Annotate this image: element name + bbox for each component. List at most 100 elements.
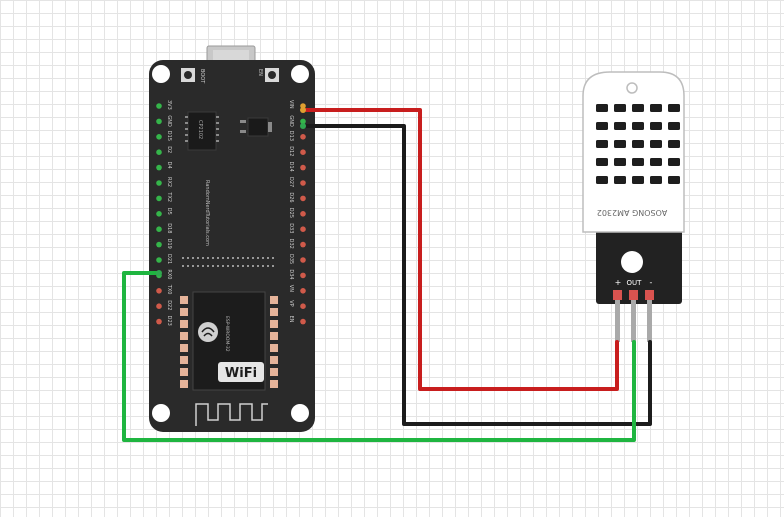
right-pin-vn[interactable] (300, 288, 306, 294)
mount-hole (291, 65, 309, 83)
pin-minus-label: - (650, 278, 653, 287)
left-pin-label: D5 (166, 208, 172, 215)
gnd-to-minus-wire[interactable] (301, 124, 652, 426)
left-pin-d22[interactable] (156, 303, 162, 310)
right-pin-label: GND (288, 115, 294, 127)
vent-slot (632, 176, 644, 184)
sensor-mount-hole (621, 251, 643, 273)
vent-slot (614, 140, 626, 148)
right-pin-label: VN (288, 285, 294, 292)
module-label: ESP-WROOM-32 (224, 316, 230, 352)
right-pin-d35[interactable] (300, 257, 306, 263)
left-pin-label: D18 (166, 223, 172, 233)
vent-slot (596, 176, 608, 184)
wires (122, 108, 652, 442)
left-pin-3v3[interactable] (156, 103, 162, 109)
left-pin-tx0[interactable] (156, 288, 162, 294)
right-pin-d33[interactable] (300, 226, 306, 232)
left-pin-d2[interactable] (156, 149, 162, 155)
right-pin-d13[interactable] (300, 134, 306, 140)
right-pin-label: EN (288, 316, 294, 323)
voltage-regulator (240, 117, 272, 137)
right-pin-label: D27 (288, 177, 294, 187)
en-button[interactable] (265, 68, 279, 82)
left-pin-d15[interactable] (156, 134, 162, 140)
mount-hole (152, 404, 170, 422)
chip-label: CP2102 (197, 120, 203, 139)
right-pin-label: VIN (288, 100, 294, 109)
left-pin-d5[interactable] (156, 211, 162, 217)
vent-slot (614, 104, 626, 112)
esp32-board: BOOT EN CP2102 RandomNerdTutorials.com (149, 45, 315, 432)
sensor-leg-out (631, 300, 636, 342)
right-pin-d32[interactable] (300, 241, 306, 248)
vent-slot (650, 176, 662, 184)
vent-slot (650, 104, 662, 112)
website-label: RandomNerdTutorials.com (204, 180, 210, 246)
vent-slot (650, 122, 662, 130)
left-pin-d4[interactable] (156, 164, 162, 171)
sensor-leg-minus (647, 300, 652, 342)
boot-button[interactable] (181, 68, 195, 82)
vent-slot (650, 140, 662, 148)
left-pin-label: TX0 (166, 284, 172, 295)
vent-slot (668, 176, 680, 184)
right-pin-en[interactable] (300, 318, 306, 325)
left-pin-d21[interactable] (156, 257, 162, 263)
cp2102-chip (187, 111, 217, 151)
wifi-logo (218, 362, 264, 382)
vin-to-plus-wire[interactable] (301, 108, 619, 391)
left-pin-gnd[interactable] (156, 118, 162, 125)
right-pin-label: D12 (288, 146, 294, 156)
left-pin-label: D19 (166, 239, 172, 249)
mount-hole (152, 65, 170, 83)
left-pin-rx2[interactable] (156, 180, 162, 186)
vent-slot (668, 140, 680, 148)
left-pin-tx2[interactable] (156, 195, 162, 202)
right-pin-d26[interactable] (300, 195, 306, 202)
left-pin-label: TX2 (166, 191, 172, 202)
right-pin-vp[interactable] (300, 303, 306, 310)
left-pin-d23[interactable] (156, 318, 162, 325)
right-pin-label: D34 (288, 269, 294, 279)
left-pin-label: D15 (166, 131, 172, 141)
left-pin-labels: 3V3GNDD15D2D4RX2TX2D5D18D19D21RX0TX0D22D… (166, 100, 172, 326)
left-pin-label: RX0 (166, 269, 172, 279)
left-pin-label: D22 (166, 300, 172, 310)
wifi-text: WiFi (225, 366, 257, 381)
left-pin-d18[interactable] (156, 226, 162, 232)
d15-to-out-wire[interactable] (122, 271, 636, 442)
pin-plus-label: + (615, 278, 622, 287)
right-pin-label: D35 (288, 254, 294, 264)
vent-slot (632, 122, 644, 130)
right-pin-d14[interactable] (300, 164, 306, 171)
left-pin-label: D21 (166, 254, 172, 264)
right-pin-d25[interactable] (300, 211, 306, 217)
vent-slot (650, 158, 662, 166)
right-pin-label: D14 (288, 162, 294, 172)
pcb-antenna (195, 403, 268, 426)
left-pin-label: D2 (166, 146, 172, 153)
right-pin-label: D26 (288, 192, 294, 202)
pin-out-label: OUT (627, 279, 643, 287)
en-label: EN (257, 69, 263, 76)
right-pin-label: D32 (288, 239, 294, 249)
vent-slot (632, 158, 644, 166)
right-pin-labels: VINGNDD13D12D14D27D26D25D33D32D35D34VNVP… (288, 100, 294, 323)
right-pin-d34[interactable] (300, 272, 306, 279)
left-pin-label: RX2 (166, 177, 172, 187)
sensor-brand-label: AOSONG AM2302 (597, 208, 667, 217)
vent-slot (614, 176, 626, 184)
right-pin-label: VP (288, 300, 294, 306)
left-pin-d19[interactable] (156, 241, 162, 248)
boot-label: BOOT (199, 69, 205, 84)
right-pin-gnd[interactable] (300, 118, 306, 125)
dht22-sensor: AOSONG AM2302 + OUT - (582, 71, 685, 342)
sensor-pad-out (629, 290, 638, 300)
right-pin-d12[interactable] (300, 149, 306, 155)
left-pin-label: D4 (166, 162, 172, 169)
right-pin-label: D13 (288, 131, 294, 141)
right-pin-d27[interactable] (300, 180, 306, 186)
vent-slot (596, 140, 608, 148)
